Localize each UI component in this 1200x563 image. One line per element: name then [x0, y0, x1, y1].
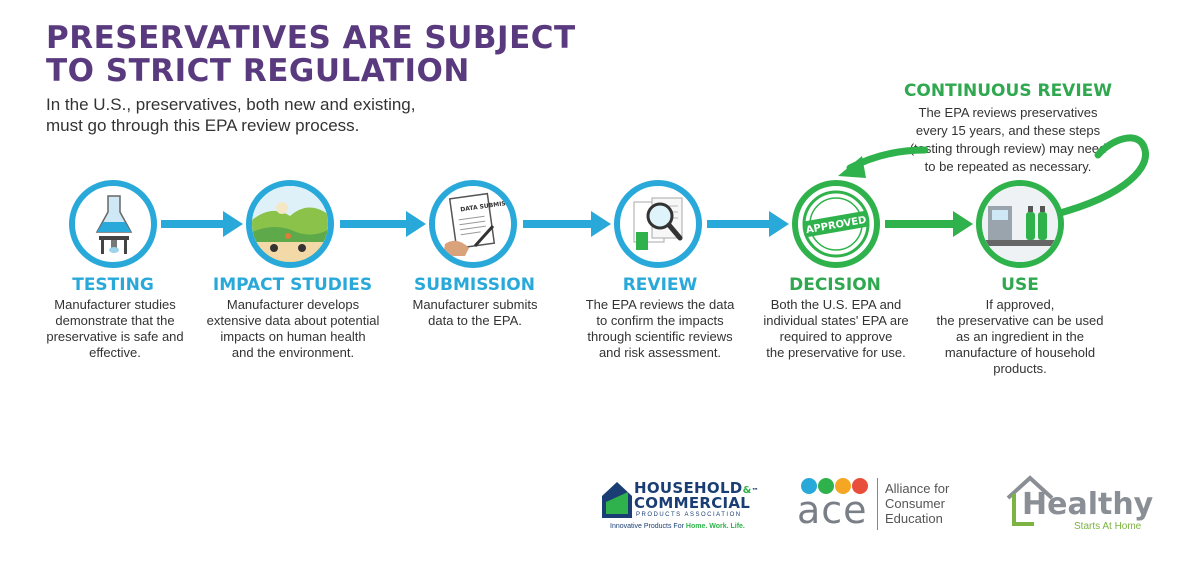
review-circle: [614, 180, 702, 268]
desc-line: data to the EPA.: [428, 313, 522, 328]
ace-name-line: Education: [885, 511, 943, 526]
step-desc-testing: Manufacturer studies demonstrate that th…: [30, 297, 200, 361]
step-desc-use: If approved, the preservative can be use…: [930, 297, 1110, 377]
hcpa-logo: HOUSEHOLD&™ COMMERCIAL PRODUCTS ASSOCIAT…: [600, 478, 760, 538]
step-title-impact-studies: IMPACT STUDIES: [212, 275, 373, 295]
desc-line: required to approve: [779, 329, 893, 344]
desc-line: impacts on human health: [220, 329, 366, 344]
hcpa-line-2: COMMERCIAL: [634, 494, 751, 512]
page-title: PRESERVATIVES ARE SUBJECT TO STRICT REGU…: [46, 22, 576, 88]
cr-line: to be repeated as necessary.: [924, 159, 1092, 174]
continuous-review-title: CONTINUOUS REVIEW: [903, 81, 1113, 101]
use-circle: [976, 180, 1064, 268]
hcpa-tagline: Innovative Products For Home. Work. Life…: [610, 523, 745, 530]
hcpa-tm: ™: [751, 487, 759, 495]
desc-line: If approved,: [985, 297, 1055, 312]
step-title-testing: TESTING: [72, 275, 154, 295]
hcpa-line-1-text: HOUSEHOLD: [634, 479, 743, 497]
impact-studies-circle: [246, 180, 334, 268]
intro-text: In the U.S., preservatives, both new and…: [46, 94, 526, 136]
data-submission-document-icon: DATA SUBMISSION: [443, 192, 511, 256]
cr-line: (testing through review) may need: [909, 141, 1107, 156]
desc-line: and risk assessment.: [598, 345, 722, 360]
house-icon: [602, 482, 632, 518]
desc-line: as an ingredient in the: [956, 329, 1084, 344]
desc-line: the preservative can be used: [936, 313, 1104, 328]
healthy-word: Healthy: [1022, 487, 1154, 522]
hcpa-line-3: PRODUCTS ASSOCIATION: [636, 512, 742, 518]
arrow-decision-to-use: [885, 211, 973, 237]
desc-line: manufacture of household: [944, 345, 1096, 360]
title-line-1: PRESERVATIVES ARE SUBJECT: [46, 20, 576, 56]
step-title-decision: DECISION: [789, 275, 881, 295]
step-desc-review: The EPA reviews the data to confirm the …: [572, 297, 748, 361]
intro-line-2: must go through this EPA review process.: [46, 116, 360, 135]
desc-line: the preservative for use.: [766, 345, 906, 360]
step-title-use: USE: [1001, 275, 1039, 295]
lab-flask-icon: [95, 195, 133, 254]
approved-stamp-icon: APPROVED: [802, 190, 870, 258]
ace-word: ace: [797, 488, 868, 532]
arrow-testing-to-impact: [161, 211, 243, 237]
desc-line: Manufacturer develops: [226, 297, 360, 312]
continuous-review-text: The EPA reviews preservatives every 15 y…: [895, 104, 1121, 176]
hcpa-tag-prefix: Innovative Products For: [610, 523, 684, 530]
desc-line: effective.: [89, 345, 141, 360]
desc-line: Both the U.S. EPA and: [770, 297, 902, 312]
ace-divider: [877, 478, 878, 530]
desc-line: and the environment.: [231, 345, 355, 360]
desc-line: products.: [993, 361, 1047, 376]
desc-line: individual states' EPA are: [763, 313, 909, 328]
ace-people-icon: [801, 478, 868, 494]
desc-line: extensive data about potential: [206, 313, 380, 328]
intro-line-1: In the U.S., preservatives, both new and…: [46, 95, 416, 114]
arrow-review-to-decision: [707, 211, 789, 237]
step-desc-submission: Manufacturer submits data to the EPA.: [390, 297, 560, 329]
ace-name-line: Alliance for: [885, 481, 950, 496]
testing-circle: [69, 180, 157, 268]
submission-circle: DATA SUBMISSION: [429, 180, 517, 268]
desc-line: through scientific reviews: [587, 329, 733, 344]
desc-line: Manufacturer studies: [54, 297, 176, 312]
desc-line: to confirm the impacts: [596, 313, 724, 328]
desc-line: Manufacturer submits: [412, 297, 538, 312]
hcpa-tag-highlight: Home. Work. Life.: [685, 523, 745, 530]
cr-line: every 15 years, and these steps: [915, 123, 1101, 138]
hcpa-line-1: HOUSEHOLD&™: [634, 480, 759, 499]
arrow-impact-to-submission: [340, 211, 426, 237]
step-desc-decision: Both the U.S. EPA and individual states'…: [748, 297, 924, 361]
step-desc-impact-studies: Manufacturer develops extensive data abo…: [198, 297, 388, 361]
desc-line: The EPA reviews the data: [585, 297, 735, 312]
step-title-submission: SUBMISSION: [414, 275, 535, 295]
step-title-review: REVIEW: [622, 275, 698, 295]
desc-line: preservative is safe and: [46, 329, 184, 344]
desc-line: demonstrate that the: [55, 313, 175, 328]
ace-logo: ace Alliance for Consumer Education: [797, 474, 967, 534]
decision-circle: APPROVED: [792, 180, 880, 268]
healthy-starts-at-home-logo: Healthy Starts At Home: [1004, 474, 1164, 534]
ace-name-line: Consumer: [885, 496, 945, 511]
hcpa-amp: &: [742, 485, 752, 496]
house-outline-icon: [1006, 475, 1054, 526]
ace-name: Alliance for Consumer Education: [885, 481, 949, 526]
arrow-submission-to-review: [523, 211, 611, 237]
title-line-2: TO STRICT REGULATION: [46, 53, 470, 89]
magnifying-glass-review-icon: [633, 197, 683, 250]
environment-landscape-icon: [252, 186, 328, 262]
cr-line: The EPA reviews preservatives: [918, 105, 1098, 120]
manufacturing-line-icon: [982, 186, 1058, 262]
healthy-sub: Starts At Home: [1074, 521, 1142, 532]
